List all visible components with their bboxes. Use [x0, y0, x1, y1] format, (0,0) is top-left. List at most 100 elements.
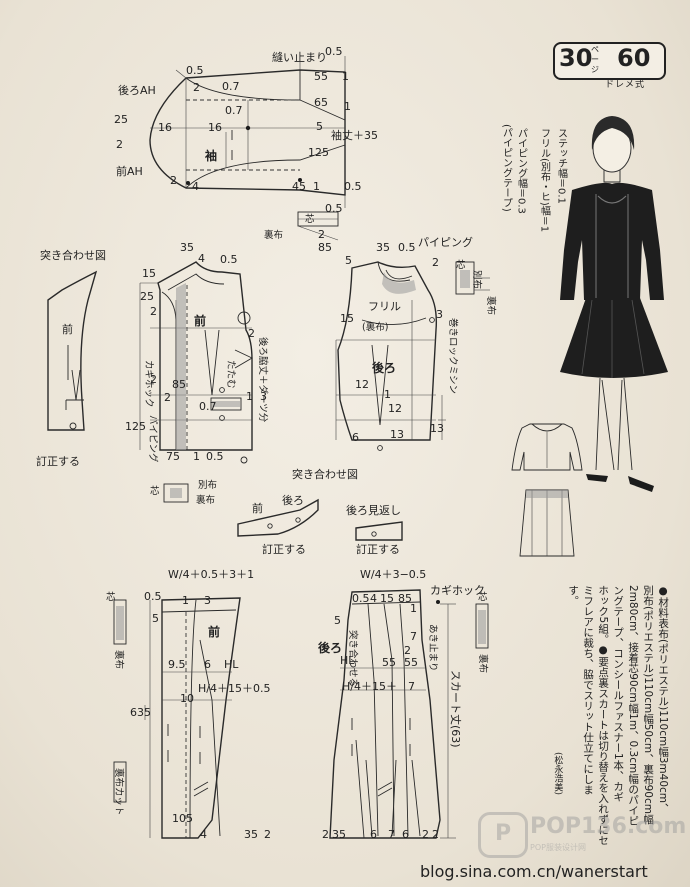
collar-front: 前	[252, 501, 263, 515]
sb-num-6b: 6	[402, 828, 409, 841]
bb-other: 別布	[471, 270, 483, 289]
sb-num-7c: 7	[388, 828, 395, 841]
bb-frill: フリル	[368, 300, 401, 313]
sb-num-2c: 2	[432, 828, 439, 841]
fb-num-1b: 1	[193, 450, 200, 463]
materials-line5: ホック5組。●要点裏スカートは切り替えを入れずにセ	[597, 585, 609, 845]
sleeve-num-9: 5	[316, 120, 323, 133]
sleeve-title: 袖	[205, 148, 217, 163]
materials-text-1: 表布(ポリエステル)110cm幅3m40cm、	[657, 618, 670, 814]
sleeve-num-85: 85	[318, 241, 332, 254]
sf-num-5: 5	[152, 612, 159, 625]
sf-num-2: 2	[264, 828, 271, 841]
fb-num-2b: 2	[248, 327, 255, 340]
materials-line7: す。	[567, 585, 580, 606]
bb-num-3: 3	[436, 308, 443, 321]
sb-num-4: 4	[370, 592, 377, 605]
designer-credit: (松永浩美)	[552, 752, 563, 796]
sleeve-num-5: 2	[193, 81, 200, 94]
watermark: P POP136.com POP服装设计网	[478, 812, 686, 858]
back-bodice-pattern: 35 0.5 パイピング 2 5 芯 別布 裏布 フリル 3 15 (裏布) 後…	[335, 235, 497, 451]
watermark-brand: POP136.com	[530, 814, 687, 839]
collar-other: 別布	[198, 479, 217, 491]
bb-num-5: 5	[345, 254, 352, 267]
fb-num-05b: 0.5	[206, 450, 224, 463]
sb-num-2b: 2	[422, 828, 429, 841]
materials-line2: 別布(ポリエステル)110cm幅50cm、裏布90cm幅	[642, 585, 655, 825]
sb-num-55a: 55	[382, 656, 396, 669]
sf-num-6: 6	[204, 658, 211, 671]
materials-text-5: ホック5組。	[597, 585, 610, 645]
sleeve-num-15: 0.5	[344, 180, 362, 193]
fashion-illustration	[511, 116, 668, 557]
sf-num-4: 4	[200, 828, 207, 841]
sb-num-35: 35	[332, 828, 346, 841]
fb-num-2a: 2	[150, 305, 157, 318]
sleeve-num-8: 0.7	[225, 104, 243, 117]
fb-num-4: 4	[198, 252, 205, 265]
sleeve-num-16: 0.5	[325, 202, 343, 215]
sb-hook: カギホック	[430, 584, 485, 597]
front-bodice-pattern: 35 4 0.5 15 25 2 前 2 後ろ脇丈＋ダーツ分 カギホック 85 …	[125, 241, 269, 464]
bb-num-6: 6	[352, 431, 359, 444]
sleeve-num-1b: 1	[344, 100, 351, 113]
sleeve-num-6: 16	[158, 121, 172, 134]
fb-front-label: 前	[194, 313, 206, 328]
fb-num-75: 75	[166, 450, 180, 463]
bb-back-label: 後ろ	[372, 360, 396, 375]
materials-line3: 2m80cm、接着芯90cm幅1m、0.3cm幅のパイピ	[627, 585, 640, 826]
fb-num-1: 1	[246, 390, 253, 403]
sb-num-2a: 2	[322, 828, 329, 841]
collar-back-facing: 後ろ見返し	[346, 503, 401, 517]
fb-num-35: 35	[180, 241, 194, 254]
page-badge-frame	[553, 42, 666, 80]
sb-num-7: 7	[410, 630, 417, 643]
sleeve-pattern: 縫い止まり 0.5 55 1 0.5 0.7 後ろAH 2 65 1 0.7 2…	[114, 45, 378, 254]
bb-num-12a: 12	[355, 378, 369, 391]
sleeve-num-12: 4	[192, 180, 199, 193]
materials-line4: ングテープ、コンシールファスナー1本、カギ	[612, 585, 625, 802]
sb-num-6: 6	[370, 828, 377, 841]
skirt-back-formula: W/4＋3−0.5	[360, 568, 426, 581]
bb-lock: 巻きロックミシン	[447, 318, 459, 394]
collar-correct: 訂正する	[262, 542, 306, 556]
sleeve-lining: 裏布	[264, 229, 283, 241]
watermark-sub: POP服装设计网	[530, 843, 586, 852]
bb-num-2: 2	[432, 256, 439, 269]
note-piping-tape: (パイピングテープ)	[500, 124, 512, 212]
point-text-1: 裏スカートは切り替えを入れずにセ	[597, 677, 610, 846]
sb-num-5: 5	[334, 614, 341, 627]
collar-figure: 突き合わせ図 芯 別布 裏布 前 後ろ 訂正する 後ろ見返し 訂正する	[150, 467, 403, 556]
sb-num-1: 1	[410, 602, 417, 615]
sb-num-55b: 55	[404, 656, 418, 669]
bb-num-12b: 12	[388, 402, 402, 415]
skirt-front-formula: W/4＋0.5＋3＋1	[168, 568, 254, 581]
sf-hip: H/4＋15＋0.5	[198, 682, 270, 695]
bb-piping: パイピング	[418, 235, 473, 249]
skirt-front-pattern: W/4＋0.5＋3＋1 0.5 1 3 5 前 9.5 6 HL H/4＋15＋…	[106, 568, 271, 841]
fb-num-15: 15	[142, 267, 156, 280]
fb-side: 後ろ脇丈＋ダーツ分	[257, 337, 269, 423]
fb-num-2d: 2	[164, 391, 171, 404]
collar-correct-2: 訂正する	[356, 542, 400, 556]
sb-num-2: 2	[404, 644, 411, 657]
sf-num-95: 9.5	[168, 658, 186, 671]
sb-num-15: 15	[380, 592, 394, 605]
blog-url: blog.sina.com.cn/wanerstart	[420, 862, 648, 881]
collar-lining: 裏布	[196, 494, 215, 506]
sleeve-num-4: 65	[314, 96, 328, 109]
sf-lining: 裏布	[113, 650, 125, 669]
sf-lining-cut: 裏布カット	[113, 768, 125, 816]
sleeve-num-3: 0.7	[222, 80, 240, 93]
watermark-logo-icon: P	[478, 812, 528, 858]
sf-num-635: 635	[130, 706, 151, 719]
sleeve-num-11: 2	[116, 138, 123, 151]
fb-num-07: 0.7	[199, 400, 217, 413]
fb-num-3: 3	[260, 390, 267, 403]
sb-num-7b: 7	[408, 680, 415, 693]
sf-num-35: 35	[244, 828, 258, 841]
pattern-code: 60	[617, 44, 651, 72]
sleeve-num-18: 25	[114, 113, 128, 126]
sb-align: 突き合わせる	[347, 630, 359, 687]
